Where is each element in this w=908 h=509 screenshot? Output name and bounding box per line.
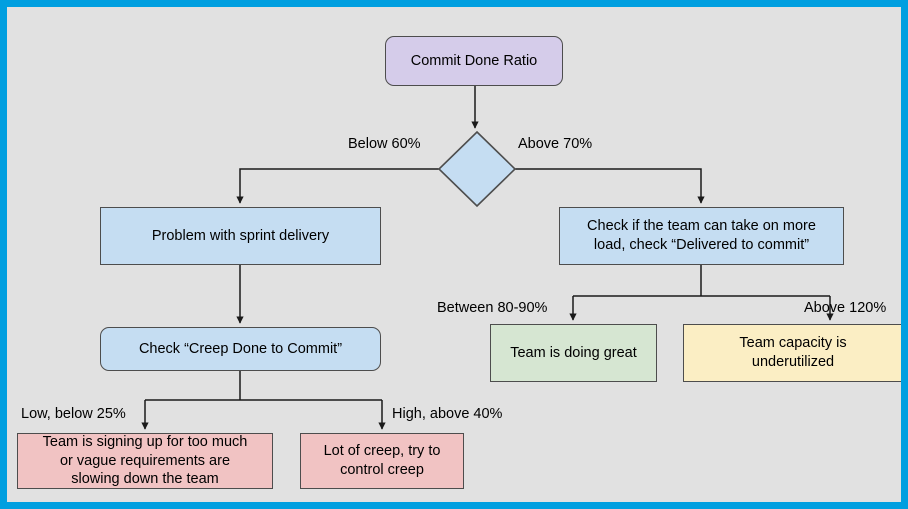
edge-decision-left	[236, 168, 439, 204]
decision-diamond[interactable]	[437, 130, 517, 208]
node-check-team-load[interactable]: Check if the team can take on more load,…	[559, 207, 844, 265]
edge-label-high-above-40: High, above 40%	[392, 406, 503, 422]
node-check-creep-done-to-commit[interactable]: Check “Creep Done to Commit”	[100, 327, 381, 371]
node-commit-done-ratio[interactable]: Commit Done Ratio	[385, 36, 563, 86]
node-team-capacity-underutilized[interactable]: Team capacity is underutilized	[683, 324, 901, 382]
edge-label-above-70: Above 70%	[518, 136, 593, 152]
edge-label-below-60: Below 60%	[348, 136, 421, 152]
node-problem-with-sprint-delivery[interactable]: Problem with sprint delivery	[100, 207, 381, 265]
edge-decision-right	[515, 168, 705, 204]
edge-label-low-below-25: Low, below 25%	[21, 406, 126, 422]
edge-label-between-80-90: Between 80-90%	[437, 300, 548, 316]
edge-label-above-120: Above 120%	[804, 300, 887, 316]
connector-layer	[141, 86, 834, 430]
node-team-signing-up-too-much[interactable]: Team is signing up for too much or vague…	[17, 433, 273, 489]
node-lot-of-creep[interactable]: Lot of creep, try to control creep	[300, 433, 464, 489]
node-team-is-doing-great[interactable]: Team is doing great	[490, 324, 657, 382]
